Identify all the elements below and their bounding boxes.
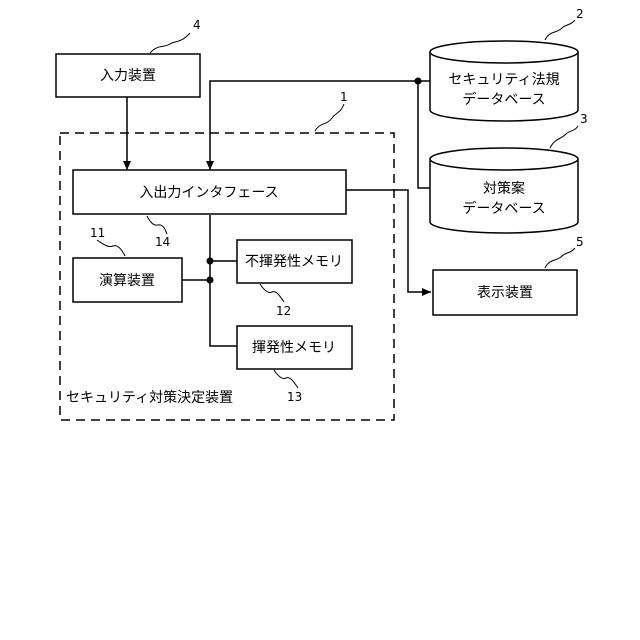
leader-12 — [260, 284, 284, 302]
leader-11 — [97, 240, 125, 256]
leader-2 — [545, 20, 575, 40]
security-law-database: セキュリティ法規 データベース — [430, 41, 578, 121]
leader-4 — [150, 33, 190, 53]
ref-1: 1 — [340, 90, 348, 104]
ref-4: 4 — [193, 18, 201, 32]
leader-1 — [315, 104, 344, 131]
system-label: セキュリティ対策決定装置 — [66, 389, 233, 406]
countermeasure-db-label-line2: データベース — [462, 200, 545, 217]
countermeasure-database: 対策案 データベース — [430, 148, 578, 233]
arithmetic-device-block: 演算装置 — [73, 258, 182, 302]
security-law-db-label-line2: データベース — [462, 91, 545, 108]
nonvolatile-memory-block: 不揮発性メモリ — [237, 240, 352, 283]
ref-12: 12 — [276, 304, 291, 318]
io-interface-label: 入出力インタフェース — [139, 185, 278, 201]
arrow-io-to-display — [346, 190, 431, 292]
display-device-block: 表示装置 — [433, 270, 577, 315]
ref-5: 5 — [576, 235, 584, 249]
line-countermeasure-db — [418, 81, 430, 188]
junction-dot — [207, 277, 214, 284]
ref-11: 11 — [90, 226, 105, 240]
leader-3 — [550, 126, 578, 148]
volatile-memory-label: 揮発性メモリ — [252, 340, 336, 356]
junction-dot — [207, 258, 214, 265]
ref-14: 14 — [155, 235, 170, 249]
junction-dot — [415, 78, 422, 85]
input-device-label: 入力装置 — [100, 68, 156, 84]
bus-line — [210, 215, 237, 346]
arithmetic-device-label: 演算装置 — [99, 273, 155, 289]
ref-2: 2 — [576, 7, 584, 21]
volatile-memory-block: 揮発性メモリ — [237, 326, 352, 369]
io-interface-block: 入出力インタフェース — [73, 170, 346, 214]
nonvolatile-memory-label: 不揮発性メモリ — [245, 254, 343, 270]
leader-5 — [545, 248, 575, 268]
leader-14 — [147, 216, 167, 234]
leader-13 — [274, 370, 298, 388]
security-law-db-label-line1: セキュリティ法規 — [448, 72, 559, 88]
input-device-block: 入力装置 — [56, 54, 200, 97]
countermeasure-db-label-line1: 対策案 — [483, 180, 525, 197]
ref-13: 13 — [287, 390, 302, 404]
ref-3: 3 — [580, 112, 588, 126]
display-device-label: 表示装置 — [477, 285, 533, 301]
